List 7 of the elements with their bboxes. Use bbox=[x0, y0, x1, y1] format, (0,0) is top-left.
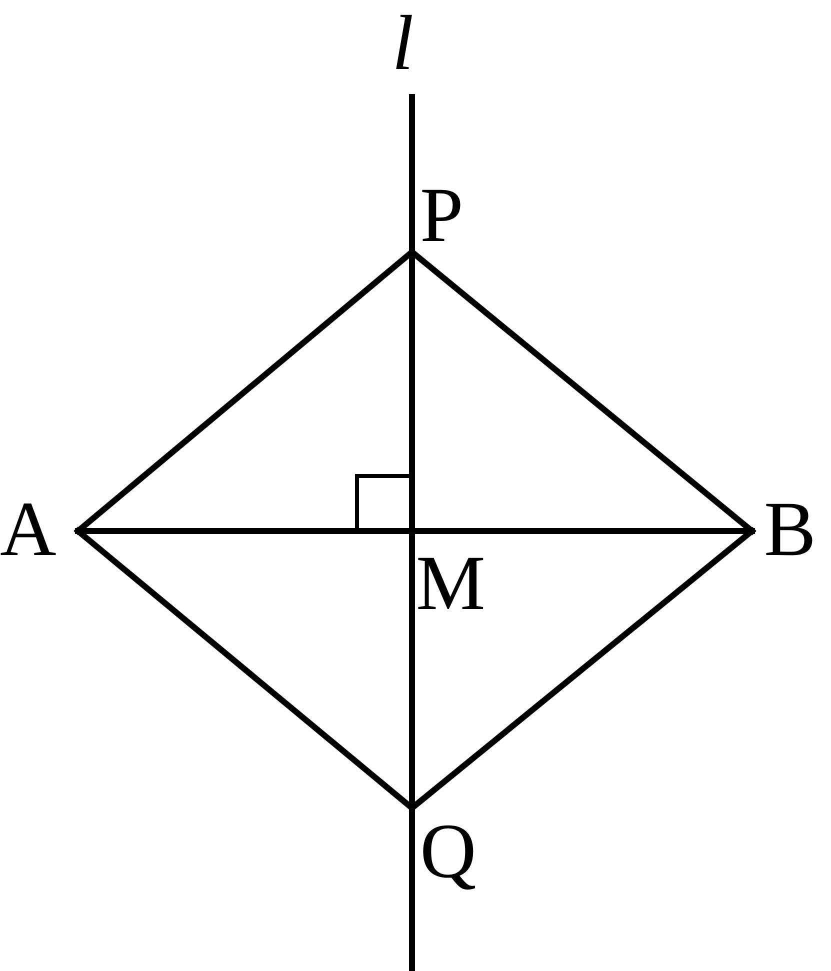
line-segment bbox=[75, 528, 755, 534]
point-label: P bbox=[420, 176, 464, 254]
point-label: B bbox=[764, 490, 816, 568]
point-label: M bbox=[416, 544, 486, 622]
point-label: Q bbox=[420, 812, 476, 890]
point-label: l bbox=[392, 4, 414, 82]
point-label: A bbox=[0, 490, 56, 568]
